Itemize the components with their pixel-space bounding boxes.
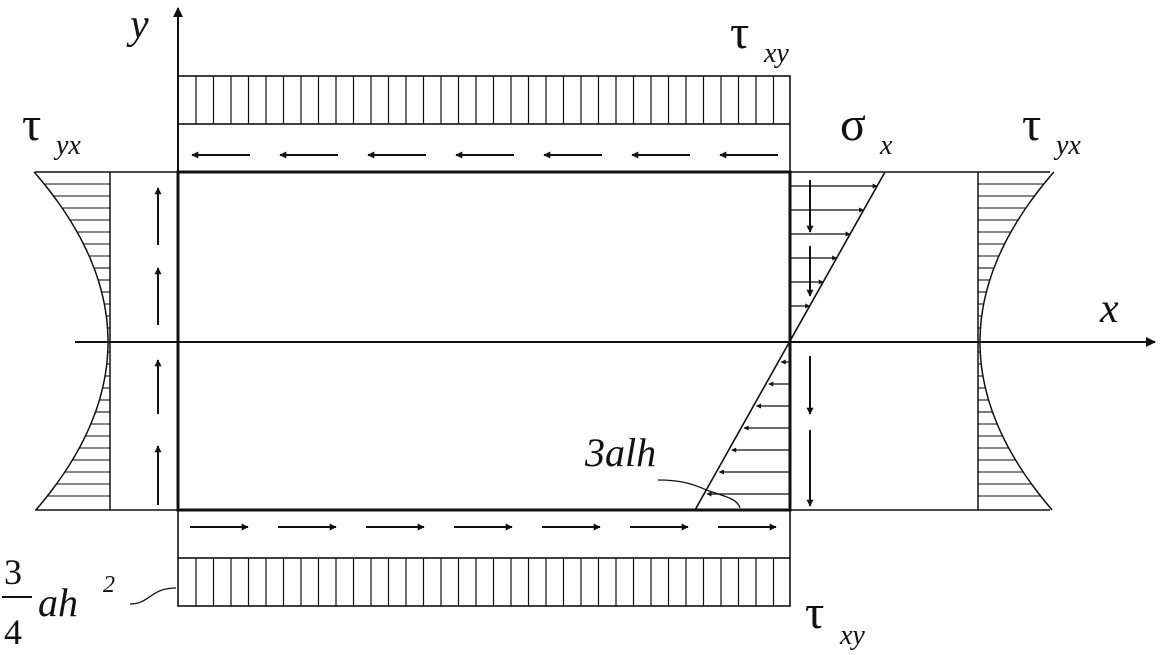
svg-text:x: x	[879, 130, 893, 161]
y-axis-label: y	[126, 2, 149, 48]
svg-text:xy: xy	[839, 620, 865, 651]
svg-text:ah: ah	[38, 580, 78, 625]
tau-yx-right-label: τ yx	[1022, 98, 1081, 161]
tau-xy-top-label: τ xy	[730, 6, 789, 69]
leader-ah2	[129, 587, 177, 605]
svg-text:σ: σ	[840, 98, 866, 151]
svg-text:yx: yx	[1053, 130, 1081, 161]
normal-stress-distribution	[694, 171, 886, 511]
svg-text:xy: xy	[763, 38, 789, 69]
svg-text:4: 4	[4, 612, 22, 652]
tau-xy-bottom-label: τ xy	[805, 586, 865, 651]
svg-text:τ: τ	[730, 6, 749, 59]
top-shear-strip	[177, 75, 791, 172]
right-shear-distribution	[977, 171, 1055, 511]
svg-text:τ: τ	[1022, 98, 1041, 151]
left-shear-distribution	[33, 171, 178, 511]
leader-3alh	[657, 479, 741, 509]
sigma-x-label: σ x	[840, 98, 893, 161]
svg-text:2: 2	[103, 572, 115, 598]
svg-text:τ: τ	[805, 586, 824, 639]
value-three-quarters-ah2: 3 4 ah 2	[2, 552, 115, 652]
tau-yx-left-label: τ yx	[22, 98, 81, 161]
svg-text:3: 3	[4, 552, 22, 592]
svg-text:yx: yx	[53, 130, 81, 161]
x-axis-label: x	[1099, 286, 1119, 332]
bottom-shear-strip	[177, 510, 791, 607]
value-3alh: 3alh	[584, 430, 656, 475]
svg-text:τ: τ	[22, 98, 41, 151]
